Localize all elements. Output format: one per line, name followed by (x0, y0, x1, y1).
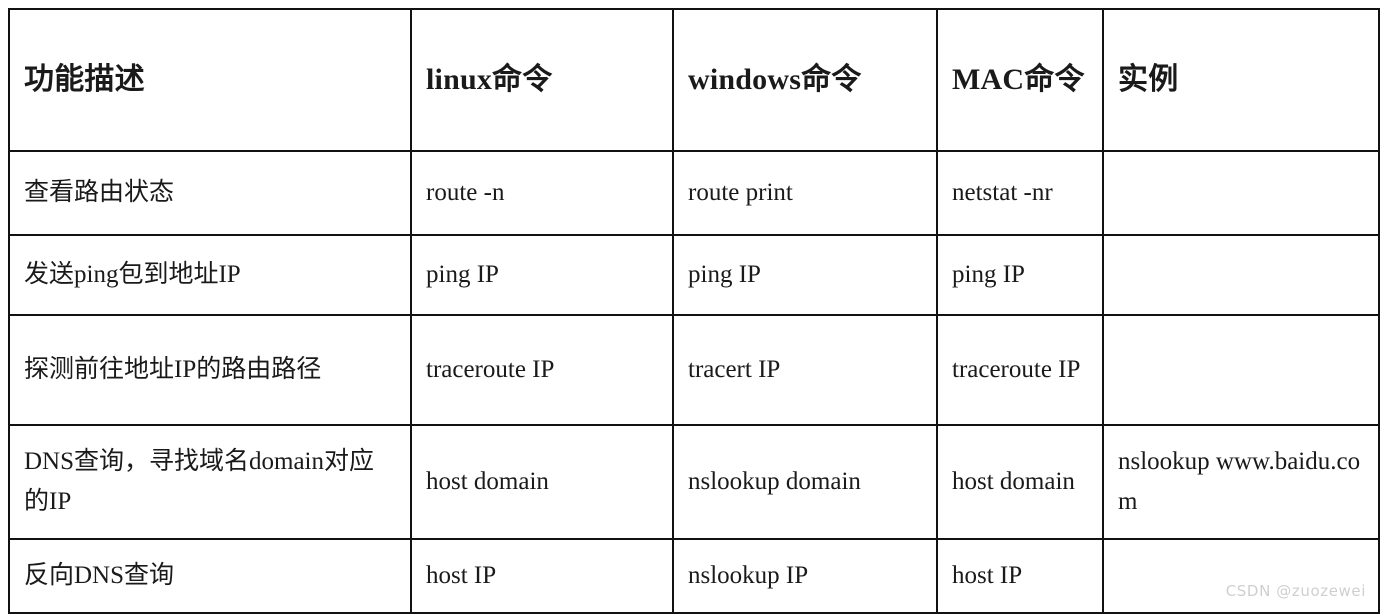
cell-description: 查看路由状态 (8, 150, 412, 236)
cell-mac: host IP (936, 538, 1104, 614)
cell-example: nslookup www.baidu.com (1102, 424, 1380, 540)
table-row: 反向DNS查询 host IP nslookup IP host IP (8, 538, 1380, 614)
cell-windows: nslookup IP (672, 538, 938, 614)
column-header-linux: linux命令 (410, 8, 674, 152)
table-row: DNS查询，寻找域名domain对应的IP host domain nslook… (8, 424, 1380, 540)
cell-mac: traceroute IP (936, 314, 1104, 426)
cell-linux: ping IP (410, 234, 674, 316)
table-row: 查看路由状态 route -n route print netstat -nr (8, 150, 1380, 236)
column-header-example: 实例 (1102, 8, 1380, 152)
cell-mac: netstat -nr (936, 150, 1104, 236)
cell-windows: tracert IP (672, 314, 938, 426)
cell-windows: nslookup domain (672, 424, 938, 540)
cell-example (1102, 538, 1380, 614)
cell-windows: route print (672, 150, 938, 236)
column-header-mac: MAC命令 (936, 8, 1104, 152)
cell-mac: host domain (936, 424, 1104, 540)
table-row: 发送ping包到地址IP ping IP ping IP ping IP (8, 234, 1380, 316)
column-header-windows: windows命令 (672, 8, 938, 152)
cell-linux: traceroute IP (410, 314, 674, 426)
column-header-description: 功能描述 (8, 8, 412, 152)
network-commands-table: 功能描述 linux命令 windows命令 MAC命令 实例 查看路由状态 r… (8, 8, 1380, 614)
table-row: 探测前往地址IP的路由路径 traceroute IP tracert IP t… (8, 314, 1380, 426)
cell-description: 发送ping包到地址IP (8, 234, 412, 316)
table-body: 查看路由状态 route -n route print netstat -nr … (8, 150, 1380, 614)
cell-windows: ping IP (672, 234, 938, 316)
cell-description: 探测前往地址IP的路由路径 (8, 314, 412, 426)
cell-linux: host domain (410, 424, 674, 540)
table-header: 功能描述 linux命令 windows命令 MAC命令 实例 (8, 8, 1380, 152)
cell-example (1102, 314, 1380, 426)
csdn-watermark: CSDN @zuozewei (1225, 582, 1366, 600)
cell-example (1102, 234, 1380, 316)
cell-example (1102, 150, 1380, 236)
cell-description: DNS查询，寻找域名domain对应的IP (8, 424, 412, 540)
cell-linux: route -n (410, 150, 674, 236)
cell-linux: host IP (410, 538, 674, 614)
cell-description: 反向DNS查询 (8, 538, 412, 614)
table-header-row: 功能描述 linux命令 windows命令 MAC命令 实例 (8, 8, 1380, 152)
cell-mac: ping IP (936, 234, 1104, 316)
